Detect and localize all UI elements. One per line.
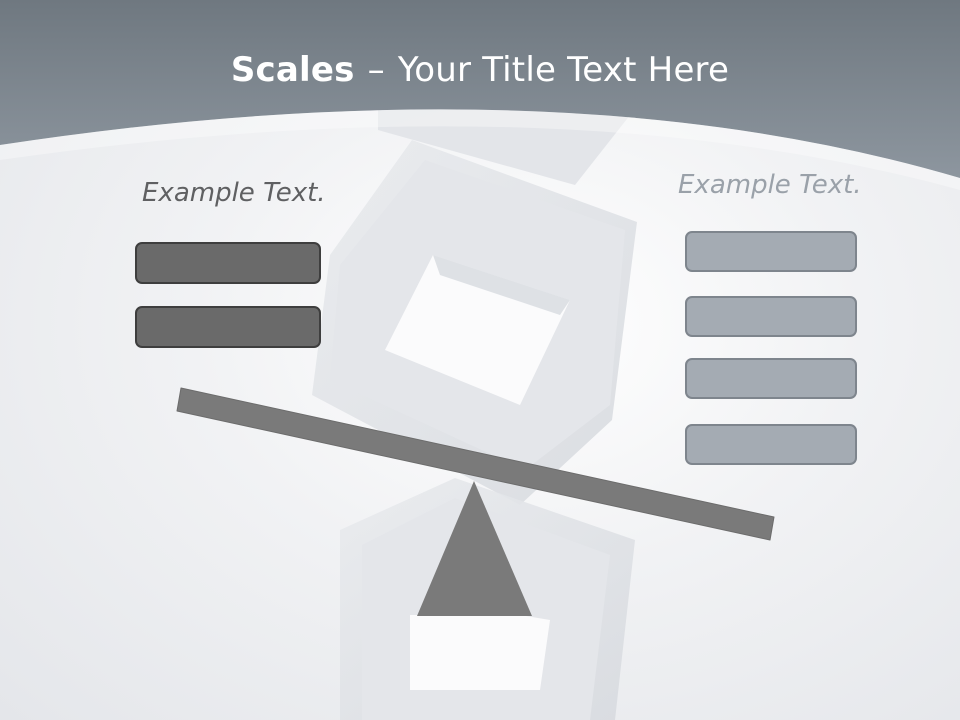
header-band: [0, 0, 960, 178]
fulcrum-triangle: [417, 481, 532, 616]
page-title: Scales – Your Title Text Here: [0, 50, 960, 90]
right-box-4: [685, 424, 857, 465]
header-highlight: [0, 109, 960, 190]
right-box-3: [685, 358, 857, 399]
title-text: Your Title Text Here: [397, 50, 730, 90]
decor-frame-upper: [312, 140, 637, 505]
right-box-2: [685, 296, 857, 337]
left-label: Example Text.: [142, 178, 326, 208]
left-box-1: [135, 242, 321, 284]
seesaw-beam: [176, 387, 775, 541]
right-box-1: [685, 231, 857, 272]
right-label: Example Text.: [678, 170, 862, 200]
decor-frame-top: [378, 96, 645, 185]
left-box-2: [135, 306, 321, 348]
title-bold: Scales: [230, 50, 355, 90]
title-separator: –: [367, 50, 385, 90]
